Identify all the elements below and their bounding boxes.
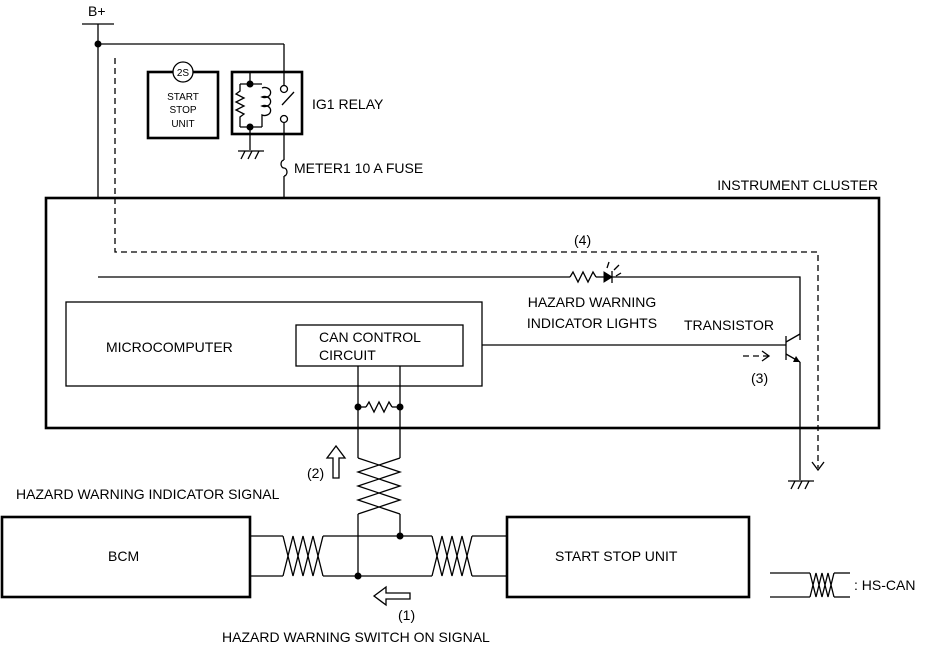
step-2-label: (2) xyxy=(307,465,324,481)
hazard-lights-label-line2: INDICATOR LIGHTS xyxy=(527,315,657,331)
ig1-relay xyxy=(230,44,304,160)
lamp-to-transistor-wire xyxy=(612,276,801,340)
hs-can-legend-icon xyxy=(770,572,850,598)
lamp-resistor-icon xyxy=(569,270,597,284)
hs-can-legend-label: : HS-CAN xyxy=(854,577,915,593)
step-1-label: (1) xyxy=(398,607,415,623)
start-stop-small-line1: START xyxy=(167,92,199,103)
start-stop-unit-box xyxy=(505,515,751,599)
step-2-arrow-icon xyxy=(325,444,347,479)
current-path-dashed xyxy=(114,58,819,468)
relay-switch-icon xyxy=(281,91,295,106)
ground-icon xyxy=(238,150,264,160)
badge-2s xyxy=(172,61,194,83)
can-control-label-line2: CIRCUIT xyxy=(319,347,376,363)
transistor-icon xyxy=(785,333,801,363)
fuse-icon xyxy=(280,159,288,177)
switch-signal-label: HAZARD WARNING SWITCH ON SIGNAL xyxy=(222,629,490,645)
start-stop-small-line2: STOP xyxy=(169,105,196,116)
hazard-lights-label-line1: HAZARD WARNING xyxy=(528,294,657,310)
bcm-label: BCM xyxy=(108,548,139,564)
relay-resistor-icon xyxy=(234,84,246,127)
can-control-label-line1: CAN CONTROL xyxy=(319,329,421,345)
ig1-relay-label: IG1 RELAY xyxy=(312,96,384,112)
step-1-arrow-icon xyxy=(372,585,411,607)
instrument-cluster-label: INSTRUMENT CLUSTER xyxy=(717,177,878,193)
can-control-circuit-box xyxy=(295,324,464,367)
step-3-label: (3) xyxy=(751,370,768,386)
relay-coil-icon xyxy=(260,86,272,127)
current-path-arrowhead xyxy=(811,461,825,472)
start-stop-unit-small: 2S START STOP UNIT xyxy=(146,61,220,140)
start-stop-small-line3: UNIT xyxy=(171,119,194,130)
twisted-pair-vertical-icon xyxy=(355,457,403,515)
bcm-box xyxy=(0,515,252,599)
transistor-label: TRANSISTOR xyxy=(684,317,774,333)
fuse-label: METER1 10 A FUSE xyxy=(294,160,423,176)
microcomputer-label: MICROCOMPUTER xyxy=(106,339,233,355)
step-4-label: (4) xyxy=(574,232,591,248)
start-stop-unit-label: START STOP UNIT xyxy=(555,548,678,564)
svg-text:2S: 2S xyxy=(177,68,190,79)
ground-icon xyxy=(788,480,814,490)
hazard-signal-label: HAZARD WARNING INDICATOR SIGNAL xyxy=(16,486,280,502)
hs-can-bus xyxy=(250,535,507,577)
b-plus-label: B+ xyxy=(88,3,106,19)
terminating-resistor-icon xyxy=(365,400,393,414)
